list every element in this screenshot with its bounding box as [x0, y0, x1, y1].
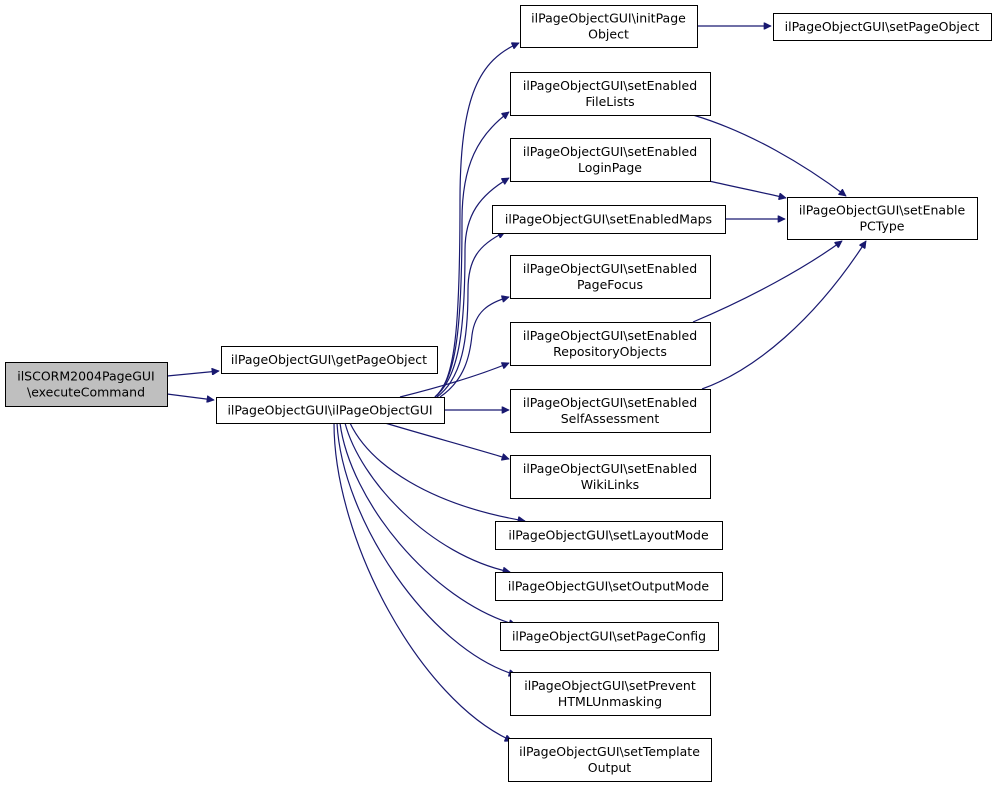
- node-box: [495, 521, 723, 550]
- node-box: [510, 455, 711, 499]
- node-box: [500, 622, 719, 651]
- node-box: [787, 197, 978, 240]
- edge-ilPageObjectGUI-to-setEnabledRepositoryObjects: [399, 363, 509, 398]
- node-label-line: ilPageObjectGUI\setEnabledMaps: [505, 212, 712, 227]
- node-box: [510, 138, 711, 182]
- node-box: [5, 362, 168, 407]
- node-label-line: ilPageObjectGUI\getPageObject: [231, 352, 427, 367]
- node-setLayoutMode[interactable]: ilPageObjectGUI\setLayoutMode: [495, 521, 723, 550]
- edge-setEnabledFileLists-to-setEnablePCType: [692, 114, 846, 197]
- node-ilPageObjectGUI[interactable]: ilPageObjectGUI\ilPageObjectGUI: [216, 397, 445, 424]
- node-label-line: WikiLinks: [581, 477, 639, 492]
- node-box: [510, 72, 711, 116]
- edge-setEnabledRepositoryObjects-to-setEnablePCType: [692, 240, 842, 323]
- node-label-line: HTMLUnmasking: [558, 694, 662, 709]
- node-label-line: ilPageObjectGUI\setEnabled: [523, 78, 697, 93]
- node-setPageObject[interactable]: ilPageObjectGUI\setPageObject: [773, 13, 992, 41]
- node-label-line: ilPageObjectGUI\setOutputMode: [508, 579, 710, 594]
- edge-ilPageObjectGUI-to-setOutputMode: [344, 422, 510, 572]
- edge-executeCommand-to-getPageObject: [166, 371, 219, 377]
- node-label-line: ilPageObjectGUI\setEnable: [799, 203, 966, 218]
- node-label-line: ilPageObjectGUI\ilPageObjectGUI: [227, 403, 432, 418]
- node-label-line: ilPageObjectGUI\setTemplate: [519, 744, 700, 759]
- node-box: [216, 397, 445, 424]
- node-label-line: ilPageObjectGUI\setPrevent: [524, 678, 696, 693]
- edge-ilPageObjectGUI-to-initPageObject: [434, 43, 519, 398]
- node-label-line: PageFocus: [577, 277, 643, 292]
- edge-executeCommand-to-ilPageObjectGUI: [166, 393, 214, 400]
- node-label-line: Object: [588, 27, 629, 42]
- nodes-layer: ilSCORM2004PageGUI\executeCommand ilPageO…: [5, 5, 992, 782]
- node-box: [221, 346, 438, 374]
- node-box: [773, 13, 992, 41]
- node-box: [495, 572, 723, 601]
- edge-ilPageObjectGUI-to-setPreventHTMLUnmasking: [336, 422, 516, 675]
- node-label-line: ilPageObjectGUI\setEnabled: [523, 461, 697, 476]
- node-setEnabledMaps[interactable]: ilPageObjectGUI\setEnabledMaps: [492, 205, 726, 234]
- edge-ilPageObjectGUI-to-setLayoutMode: [349, 422, 525, 521]
- node-box: [510, 389, 711, 433]
- node-setPageConfig[interactable]: ilPageObjectGUI\setPageConfig: [500, 622, 719, 651]
- node-label-line: ilPageObjectGUI\setEnabled: [523, 395, 697, 410]
- node-setEnabledRepositoryObjects[interactable]: ilPageObjectGUI\setEnabledRepositoryObje…: [510, 322, 711, 366]
- node-label-line: Output: [588, 760, 632, 775]
- edge-ilPageObjectGUI-to-setEnabledLoginPage: [434, 177, 509, 398]
- node-getPageObject[interactable]: ilPageObjectGUI\getPageObject: [221, 346, 438, 374]
- edge-setEnabledLoginPage-to-setEnablePCType: [708, 180, 786, 198]
- node-label-line: FileLists: [585, 94, 634, 109]
- node-label-line: ilSCORM2004PageGUI: [17, 369, 155, 384]
- node-box: [520, 5, 698, 48]
- node-executeCommand[interactable]: ilSCORM2004PageGUI\executeCommand: [5, 362, 168, 407]
- edge-ilPageObjectGUI-to-setTemplateOutput: [333, 422, 512, 741]
- node-box: [492, 205, 726, 234]
- node-label-line: ilPageObjectGUI\setEnabled: [523, 261, 697, 276]
- edge-setEnabledSelfAssessment-to-setEnablePCType: [701, 241, 867, 390]
- node-label-line: ilPageObjectGUI\initPage: [531, 11, 686, 26]
- node-label-line: LoginPage: [578, 160, 642, 175]
- node-box: [510, 322, 711, 366]
- node-label-line: ilPageObjectGUI\setPageObject: [785, 19, 980, 34]
- node-label-line: ilPageObjectGUI\setPageConfig: [512, 629, 706, 644]
- edge-ilPageObjectGUI-to-setEnabledWikiLinks: [384, 422, 509, 459]
- node-label-line: PCType: [860, 219, 905, 234]
- node-label-line: ilPageObjectGUI\setLayoutMode: [508, 528, 709, 543]
- node-setOutputMode[interactable]: ilPageObjectGUI\setOutputMode: [495, 572, 723, 601]
- node-label-line: \executeCommand: [27, 385, 145, 400]
- edge-ilPageObjectGUI-to-setEnabledFileLists: [434, 111, 509, 398]
- edge-ilPageObjectGUI-to-setEnabledMaps: [436, 231, 505, 398]
- node-label-line: ilPageObjectGUI\setEnabled: [523, 144, 697, 159]
- node-label-line: SelfAssessment: [561, 411, 660, 426]
- node-label-line: ilPageObjectGUI\setEnabled: [523, 328, 697, 343]
- node-box: [510, 672, 711, 716]
- node-box: [508, 738, 712, 782]
- node-box: [510, 255, 711, 299]
- edge-ilPageObjectGUI-to-setPageConfig: [339, 422, 516, 625]
- edges-layer: [166, 26, 867, 741]
- node-label-line: RepositoryObjects: [553, 344, 667, 359]
